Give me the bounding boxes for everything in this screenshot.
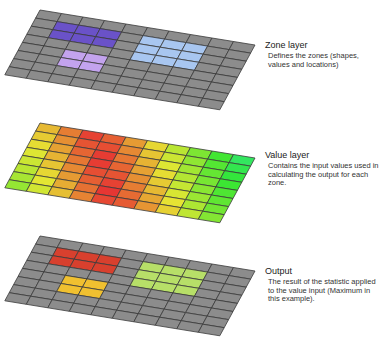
output-cell (198, 324, 224, 336)
value-cell (198, 211, 224, 223)
zone-cell (198, 98, 224, 110)
layer-description: Defines the zones (shapes, values and lo… (268, 52, 380, 69)
layer-title: Value layer (265, 150, 380, 160)
layer-description: The result of the statistic applied to t… (268, 278, 380, 304)
layer-title: Zone layer (265, 40, 380, 50)
layer-description: Contains the input values used in calcul… (268, 162, 380, 188)
layer-title: Output (265, 266, 380, 276)
